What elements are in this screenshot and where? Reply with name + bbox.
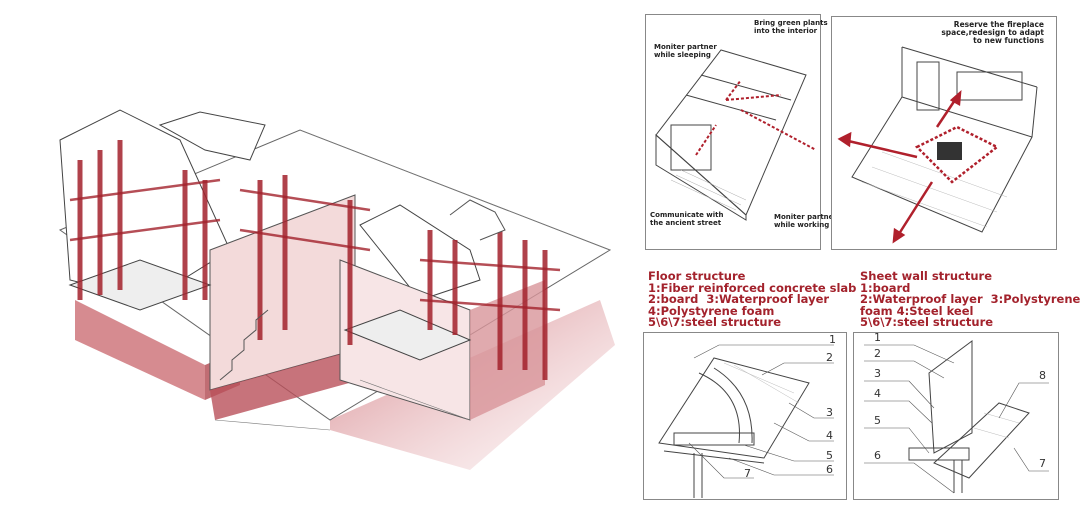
wall-label-4: 4 <box>874 387 881 400</box>
floor-structure-panel: 1 2 3 4 5 6 7 <box>643 332 847 500</box>
fireplace-panel: Reserve the fireplace space,redesign to … <box>831 16 1057 250</box>
note-sleeping: Moniter partner while sleeping <box>654 43 717 59</box>
floor-label-3: 3 <box>826 406 833 419</box>
wall-label-7: 7 <box>1039 457 1046 470</box>
fireplace-drawing <box>837 46 1038 244</box>
note-plants: Bring green plants into the interior <box>754 19 828 35</box>
wall-structure-drawing <box>864 340 1049 494</box>
wall-label-1: 1 <box>874 331 881 344</box>
floor-label-4: 4 <box>826 429 833 442</box>
floor-label-7: 7 <box>744 467 751 480</box>
floor-label-2: 2 <box>826 351 833 364</box>
wall-label-3: 3 <box>874 367 881 380</box>
floor-label-1: 1 <box>829 333 836 346</box>
wall-label-2: 2 <box>874 347 881 360</box>
wall-label-8: 8 <box>1039 369 1046 382</box>
floor-label-5: 5 <box>826 449 833 462</box>
wall-structure-caption: Sheet wall structure 1:board 2:Waterproo… <box>860 269 1080 329</box>
wall-structure-panel: 1 2 3 4 5 6 7 8 <box>853 331 1059 500</box>
note-working: Moniter partne while working <box>774 213 834 229</box>
floor-structure-caption: Floor structure 1:Fiber reinforced concr… <box>648 269 857 329</box>
wall-label-5: 5 <box>874 414 881 427</box>
wall-label-6: 6 <box>874 449 881 462</box>
floor-label-6: 6 <box>826 463 833 476</box>
note-fireplace: Reserve the fireplace space,redesign to … <box>941 20 1044 45</box>
note-street: Communicate with the ancient street <box>650 211 724 227</box>
circulation-panel: Bring green plants into the interior Mon… <box>645 14 833 250</box>
house-axonometric <box>58 109 615 470</box>
floor-structure-drawing <box>658 344 834 498</box>
circulation-drawing <box>655 49 817 221</box>
